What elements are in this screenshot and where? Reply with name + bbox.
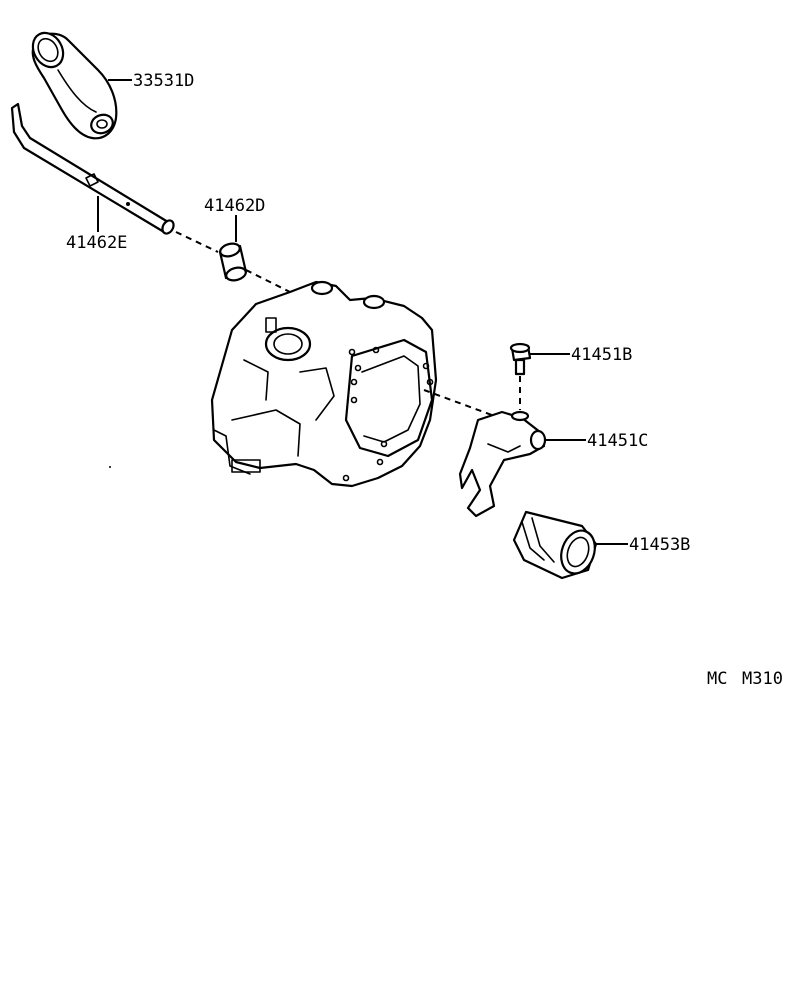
bushing-part-41462D — [218, 242, 248, 282]
stray-mark — [109, 466, 111, 468]
assembly-line-rod — [175, 231, 219, 253]
release-bearing-part-41453B — [512, 510, 598, 580]
bolt-part-41451B — [509, 342, 532, 376]
label-41453B: 41453B — [629, 535, 690, 555]
label-41462D: 41462D — [204, 196, 265, 216]
label-33531D: 33531D — [133, 71, 194, 91]
diagram-code-prefix: MC — [707, 669, 727, 689]
label-41451C: 41451C — [587, 431, 648, 451]
label-41462E: 41462E — [66, 233, 127, 253]
assembly-line-bushing — [245, 269, 291, 293]
release-fork-part-41451C — [458, 410, 547, 518]
diagram-code-number: M310 — [742, 669, 783, 689]
assembly-line-fork — [423, 389, 501, 419]
shift-rod-part-41462E — [10, 102, 175, 235]
boot-part-33531D — [31, 31, 118, 140]
transmission-housing — [210, 280, 438, 488]
label-41451B: 41451B — [571, 345, 632, 365]
